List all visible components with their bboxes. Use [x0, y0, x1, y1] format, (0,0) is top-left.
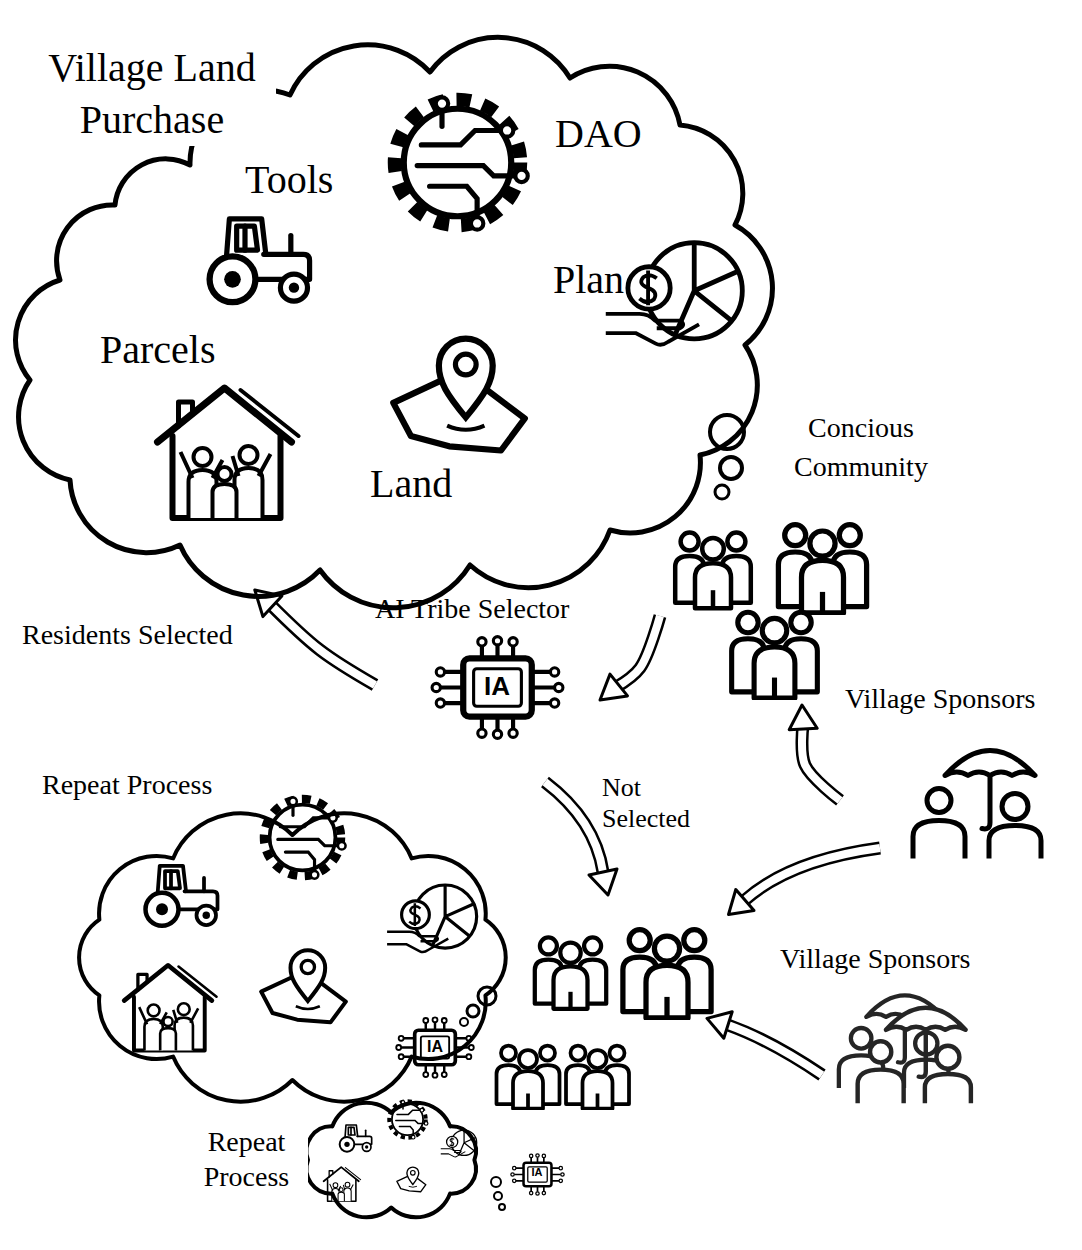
thought-bubble	[467, 1005, 479, 1017]
icon-node: Village Sponsors	[778, 942, 988, 1102]
chip-text: IA	[484, 671, 510, 702]
people-group	[623, 930, 711, 1018]
node-title: Village Sponsors	[845, 682, 1035, 716]
arrow-body	[616, 616, 660, 688]
people-group	[535, 937, 606, 1008]
arrow-body	[269, 604, 375, 685]
arrow-body	[802, 725, 840, 800]
arrow-head	[707, 1012, 732, 1039]
arrow-body	[745, 848, 880, 900]
node-title: Repeat Process	[185, 1124, 308, 1194]
edge-label: Residents Selected	[18, 618, 237, 652]
repeat-cloud-icons	[124, 798, 477, 1051]
chip-text: IA	[427, 1037, 443, 1056]
thought-bubble	[715, 485, 729, 499]
tractor-icon	[146, 866, 218, 926]
dao-gear-icon	[394, 97, 527, 229]
icon-label: Not Selected	[602, 772, 722, 834]
arrow-head	[729, 890, 755, 915]
node-title: Repeat Process	[38, 768, 216, 802]
cloud-outline	[35, 765, 530, 1115]
arrow-head	[600, 674, 628, 700]
ai-chip-icon	[432, 637, 563, 739]
arrow-body	[269, 604, 375, 685]
cloud-path	[79, 813, 506, 1101]
node-title: Village Land Purchase	[28, 42, 276, 146]
big-cloud-icons	[158, 97, 743, 518]
people-group	[675, 533, 751, 609]
parcels-house-icon	[158, 388, 299, 518]
icon-label: Plan	[553, 256, 624, 304]
arrow-connector	[789, 705, 840, 800]
icon-node: Concious Community	[660, 408, 944, 705]
cloud-path	[306, 1103, 476, 1218]
icon-label: Land	[370, 460, 452, 508]
arrow-connector	[255, 590, 375, 685]
tractor-icon	[340, 1125, 372, 1152]
icon-label: Tools	[245, 156, 333, 204]
thought-bubble	[499, 1204, 505, 1210]
people-group	[732, 612, 818, 698]
node-title: Village Sponsors	[780, 942, 970, 976]
arrow-head	[789, 705, 817, 730]
cloud-node: Repeat Process	[35, 765, 530, 1115]
thought-bubble	[460, 1018, 468, 1026]
cloud-node: Village Land Purchase	[15, 40, 755, 590]
sponsor-icon	[913, 751, 1041, 859]
icon-node: AI Tribe SelectorIA	[375, 592, 600, 742]
arrow-body	[728, 1025, 822, 1075]
chip-text: IA	[532, 1166, 543, 1179]
arrow-connector	[600, 616, 660, 700]
dao-gear-icon	[264, 798, 346, 879]
land-pin-icon	[397, 1167, 426, 1192]
thought-bubble	[720, 457, 742, 479]
people-group	[497, 1046, 560, 1109]
arrow-body	[728, 1025, 822, 1075]
people-group	[566, 1046, 629, 1109]
arrow-body	[616, 616, 660, 688]
tractor-icon	[210, 219, 310, 302]
people-group	[778, 525, 866, 613]
icon-node: Village Sponsors	[840, 682, 1072, 867]
parcels-house-icon	[324, 1167, 361, 1201]
lower-figures	[396, 930, 711, 1109]
arrow-body	[545, 782, 603, 872]
arrow-body	[745, 848, 880, 900]
cloud-path	[16, 37, 773, 607]
arrow-body	[802, 725, 840, 800]
cloud-node: Repeat Process	[180, 1088, 500, 1232]
node-title: AI Tribe Selector	[375, 592, 569, 626]
lower-sponsors	[839, 995, 971, 1103]
land-pin-icon	[261, 950, 346, 1022]
icon-label: DAO	[555, 110, 642, 158]
parcels-house-icon	[124, 965, 216, 1050]
plan-pie-icon	[606, 243, 743, 345]
thought-bubble	[491, 1177, 501, 1187]
layout-arrows	[545, 782, 880, 1075]
thought-bubble	[494, 1192, 502, 1200]
plan-pie-icon	[387, 885, 477, 952]
land-pin-icon	[393, 339, 525, 451]
sponsor-icon	[858, 1008, 971, 1104]
node-title: Concious Community	[782, 408, 940, 486]
dao-gear-icon	[389, 1101, 428, 1139]
ai-chip-icon	[511, 1154, 564, 1195]
arrow-head	[589, 869, 617, 895]
arrow-body	[545, 782, 603, 872]
icon-label: Parcels	[100, 326, 216, 374]
